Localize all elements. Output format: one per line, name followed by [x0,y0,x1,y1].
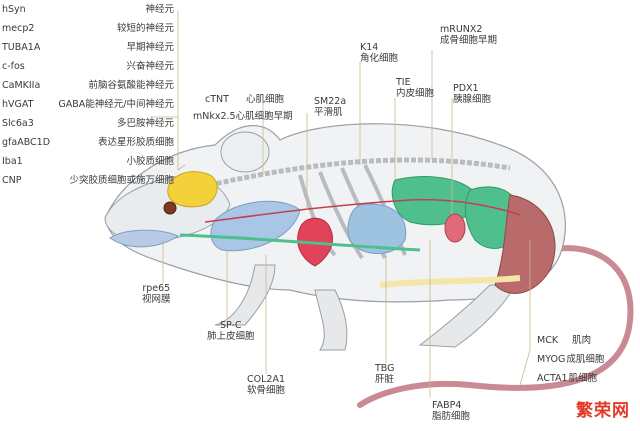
cell-label: 内皮细胞 [396,88,435,99]
left-marker-row: hVGAT GABA能神经元/中间神经元 [2,99,174,110]
marker-col2a1: COL2A1 软骨细胞 [247,374,285,396]
gene-label: CaMKIIa [2,80,41,91]
gene-label: rpe65 [142,283,171,294]
left-marker-row: TUBA1A 早期神经元 [2,42,174,53]
cell-label: 肌细胞 [568,373,598,384]
pancreas [444,213,466,243]
gene-label: mecp2 [2,23,35,34]
spine [209,157,511,188]
cell-label: 肺上皮细胞 [207,331,255,342]
gene-label: FABP4 [432,400,462,411]
cell-label: 前脑谷氨酸能神经元 [88,80,174,91]
brain [167,171,218,208]
gene-label: c-fos [2,61,25,72]
left-marker-row: CNP 少突胶质细胞或施万细胞 [2,175,174,186]
gene-label: Slc6a3 [2,118,34,129]
vessel-green [179,233,421,252]
eye [163,201,177,215]
left-marker-row: hSyn 神经元 [2,4,174,15]
gene-label: TUBA1A [2,42,41,53]
tail [357,245,634,408]
left-marker-row: Iba1 小胶质细胞 [2,156,174,167]
cell-label: 角化细胞 [360,53,399,64]
cell-label: 表达星形胶质细胞 [97,137,174,148]
ear [220,131,270,173]
marker-mnkx: mNkx2.5心肌细胞早期 [193,111,293,122]
cell-label: 肝脏 [375,374,395,385]
marker-k14: K14 角化细胞 [360,42,398,64]
marker-pdx1: PDX1 胰腺细胞 [453,83,491,105]
gene-label: Iba1 [2,156,23,167]
right-marker-row: ACTA1肌细胞 [537,373,597,384]
marker-mrunx2: mRUNX2 成骨细胞早期 [440,24,497,46]
gene-label: hSyn [2,4,26,15]
left-marker-row: c-fos 兴奋神经元 [2,61,174,72]
gene-label: cTNT [205,94,229,105]
cell-label: 较短的神经元 [116,23,174,34]
watermark-logo: 繁荣网 [576,401,630,421]
cell-label: 胰腺细胞 [453,94,492,105]
cell-label: 脂肪细胞 [432,411,471,422]
gene-label: MCK [537,335,559,346]
cell-label: 神经元 [145,4,174,15]
gene-label: MYOG [537,354,566,365]
cell-label: 小胶质细胞 [126,156,174,167]
marker-tbg: TBG 肝脏 [375,363,395,385]
cell-label: 肌肉 [572,335,592,346]
cell-label: 多巴胺神经元 [116,118,174,129]
marker-tie: TIE 内皮细胞 [396,77,434,99]
gene-label: mNkx2.5 [193,111,236,122]
gene-label: ACTA1 [537,373,568,384]
snout [109,229,180,248]
gene-label: PDX1 [453,83,479,94]
left-marker-row: Slc6a3 多巴胺神经元 [2,118,174,129]
cell-label: 早期神经元 [126,42,174,53]
leader-lines [150,10,531,398]
hind-leg [418,284,516,348]
left-marker-row: gfaABC1D 表达星形胶质细胞 [2,137,174,148]
marker-ctnt: cTNT 心肌细胞 [205,94,284,105]
marker-rpe65: rpe65 视网膜 [142,283,171,305]
back-leg [314,289,348,351]
marker-spc: SP-C 肺上皮细胞 [207,320,255,342]
cell-label: 视网膜 [142,294,171,305]
left-marker-row: mecp2 较短的神经元 [2,23,174,34]
cell-label: 平滑肌 [314,107,343,118]
marker-fabp4: FABP4 脂肪细胞 [432,400,470,422]
right-marker-row: MYOG成肌细胞 [537,354,604,365]
cell-label: 心肌细胞 [245,94,284,105]
intestine [347,203,407,254]
cell-label: GABA能神经元/中间神经元 [58,99,174,110]
cell-label: 软骨细胞 [247,385,286,396]
gene-label: mRUNX2 [440,24,483,35]
gene-label: hVGAT [2,99,34,110]
gene-label: TIE [396,77,411,88]
gene-label: K14 [360,42,379,53]
mouse-body [104,123,567,303]
left-marker-row: CaMKIIa 前脑谷氨酸能神经元 [2,80,174,91]
gene-label: SM22a [314,96,347,107]
gene-label: SP-C [219,320,242,331]
hind-muscle [494,194,556,294]
vessel [204,198,521,223]
cell-label: 成骨细胞早期 [440,35,498,46]
gene-label: gfaABC1D [2,137,51,148]
right-marker-row: MCK 肌肉 [537,335,591,346]
gene-label: COL2A1 [247,374,285,385]
cell-label: 成肌细胞 [566,354,605,365]
marker-sm22a: SM22a 平滑肌 [314,96,346,118]
cell-label: 兴奋神经元 [126,61,174,72]
front-leg [214,264,276,326]
fat-band [379,275,521,288]
cell-label: 心肌细胞早期 [235,111,293,122]
gene-label: CNP [2,175,22,186]
gene-label: TBG [375,363,395,374]
cell-label: 少突胶质细胞或施万细胞 [69,175,174,186]
liver [391,176,481,226]
